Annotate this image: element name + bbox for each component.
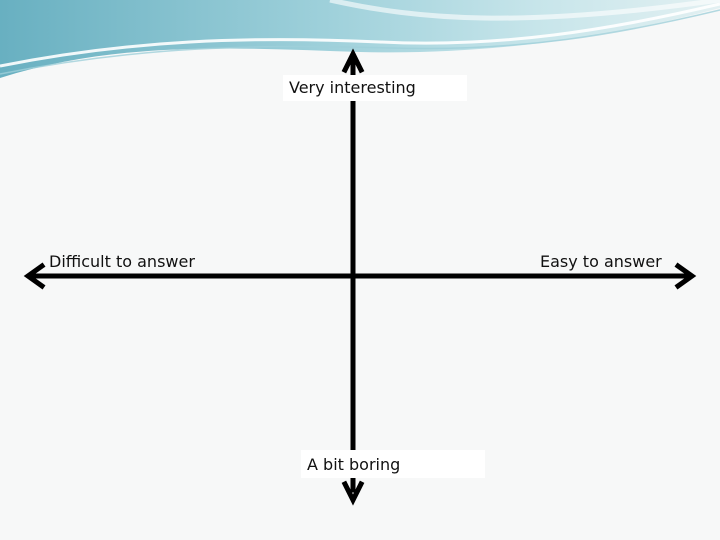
arrow-up-icon [341,48,365,74]
arrow-down-icon [341,480,365,506]
label-very-interesting: Very interesting [283,75,467,101]
label-difficult-to-answer: Difficult to answer [49,252,195,271]
decorative-banner [0,0,720,78]
label-a-bit-boring: A bit boring [301,450,485,478]
arrow-left-icon [23,262,46,290]
arrow-right-icon [674,262,697,290]
label-easy-to-answer: Easy to answer [540,252,662,271]
